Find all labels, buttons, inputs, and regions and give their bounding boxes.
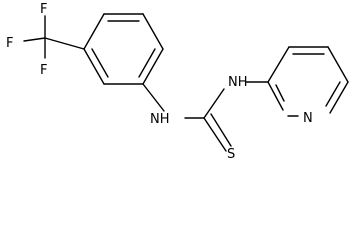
sulfur-label: S [227,147,235,160]
nh-label-left: NH [150,112,170,127]
bond [203,88,225,119]
double-bond-line [138,48,156,78]
benzene-ring [83,13,164,85]
fluorine-label-top: F [40,2,47,17]
bond [83,13,105,50]
bond [327,46,349,83]
bond [44,37,85,50]
fluorine-label-left: F [6,36,13,51]
bond [83,48,105,85]
trifluoromethyl-group: F F F [6,2,85,78]
bond [142,83,165,112]
bond [267,46,290,83]
double-bond-line [91,48,109,78]
bond [23,37,46,42]
double-bond-line [210,113,232,147]
thiourea-linker: NH NH S [142,75,269,160]
structure-canvas: F F F NH NH S N [6,2,349,160]
pyridine-ring: N [267,46,349,126]
bond [267,81,284,111]
nh-label-right: NH [228,75,248,90]
thiourea-structure-diagram: F F F NH NH S N [6,2,349,160]
bond [142,48,164,85]
double-bond-line [325,81,341,107]
pyridine-nitrogen-label: N [303,111,313,126]
fluorine-label-bottom: F [40,63,47,78]
bond [329,81,349,114]
bond [142,13,164,50]
double-bond-line [275,84,285,102]
bond [203,117,227,152]
